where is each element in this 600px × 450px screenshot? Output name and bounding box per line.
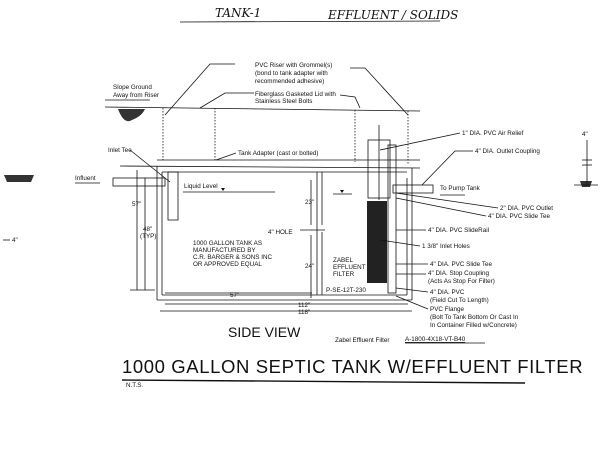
dimension-57-vertical: 57" xyxy=(132,201,141,208)
tank-note: MANUFACTURED BY xyxy=(193,247,256,254)
riser-label: (bond to tank adapter with xyxy=(255,70,328,77)
dimension-48-typ: (TYP) xyxy=(140,233,156,240)
pvc-pipe-label: 4" DIA. PVC xyxy=(430,289,465,296)
title-underline xyxy=(121,379,526,384)
flange-label: PVC Flange xyxy=(430,306,464,313)
dimension-112: 112" xyxy=(298,302,310,309)
filter-code: P-SE-12T-230 xyxy=(326,287,366,294)
ground-line xyxy=(104,106,421,112)
slide-tee-top-label: 4" DIA. PVC Slide Tee xyxy=(488,213,550,220)
dimension-24: 24" xyxy=(305,263,314,270)
soil-hatch-icon xyxy=(118,109,145,122)
scale-note: N.T.S. xyxy=(126,382,143,389)
side-view-label: SIDE VIEW xyxy=(228,324,301,340)
slide-tee-bottom-label: 4" DIA. PVC Slide Tee xyxy=(430,261,492,268)
inlet-tee xyxy=(167,171,179,221)
lid-label: Fiberglass Gasketed Lid with xyxy=(255,91,336,98)
dimension-118: 118" xyxy=(298,309,310,316)
slide-rail xyxy=(387,144,397,294)
dimension-lines xyxy=(3,140,598,312)
filter-name: ZABEL xyxy=(333,257,353,264)
filter-name: FILTER xyxy=(333,271,355,278)
water-level-icon xyxy=(340,190,344,193)
liquid-level-label: Liquid Level xyxy=(184,183,218,190)
dimension-right-4: 4" xyxy=(582,131,588,138)
dimension-48: 48" xyxy=(143,226,152,233)
outlet-pipe xyxy=(392,184,434,194)
tank-note: 1000 GALLON TANK AS xyxy=(193,240,262,247)
lid-label: Stainless Steel Bolts xyxy=(255,98,312,105)
flange-label: (Bolt To Tank Bottom Or Cast In xyxy=(430,314,519,321)
tank-note: C.R. BARGER & SONS INC xyxy=(193,254,273,261)
slide-rail-label: 4" DIA. PVC SlideRail xyxy=(428,227,489,234)
filter-model-number: A-1800-4X18-VT-B40 xyxy=(405,336,466,343)
soil-hatch-icon xyxy=(4,175,34,182)
tank-note: OR APPROVED EQUAL xyxy=(193,261,262,268)
stop-coupling-label: (Acts As Stop For Filter) xyxy=(428,278,495,285)
effluent-filter xyxy=(367,201,387,283)
slope-label: Away from Riser xyxy=(113,92,159,99)
dimension-23: 23" xyxy=(305,199,314,206)
filter-model-label: Zabel Effluent Filter xyxy=(335,337,389,344)
air-relief-label: 1" DIA. PVC Air Relief xyxy=(462,130,524,137)
handwritten-tank-label: TANK-1 xyxy=(215,6,261,20)
to-pump-tank-label: To Pump Tank xyxy=(440,185,481,192)
handwritten-type-label: EFFLUENT / SOLIDS xyxy=(327,8,458,22)
pvc-outlet-label: 2" DIA. PVC Outlet xyxy=(500,205,553,212)
influent-label: Influent xyxy=(75,175,96,182)
stop-coupling-label: 4" DIA. Stop Coupling xyxy=(428,270,490,277)
inlet-holes-label: 1 3/8" Inlet Holes xyxy=(422,243,470,250)
soil-hatch-icon xyxy=(580,181,592,187)
outlet-coupling-label: 4" DIA. Outlet Coupling xyxy=(475,148,540,155)
tank-body xyxy=(119,159,421,301)
drawing-title: 1000 GALLON SEPTIC TANK W/EFFLUENT FILTE… xyxy=(122,356,583,377)
riser-label: recommended adhesive) xyxy=(255,78,324,85)
water-level-icon xyxy=(221,188,225,191)
header-underline xyxy=(179,20,441,23)
hole-label: 4" HOLE xyxy=(268,229,293,236)
dimension-57-horizontal: 57" xyxy=(230,292,239,299)
influent-pipe xyxy=(112,177,166,187)
flange-label: In Container Filled w/Concrete) xyxy=(430,322,517,329)
pvc-pipe-label: (Field Cut To Length) xyxy=(430,297,489,304)
riser-left xyxy=(162,108,216,160)
inlet-tee-label: Inlet Tee xyxy=(108,147,132,154)
slope-label: Slope Ground xyxy=(113,84,152,91)
filter-name: EFFLUENT xyxy=(333,264,366,271)
dimension-left-4: 4" xyxy=(12,237,18,244)
riser-label: PVC Riser with Grommel(s) xyxy=(255,62,332,69)
tank-adapter-label: Tank Adapter (cast or bolted) xyxy=(238,150,319,157)
riser-right xyxy=(354,110,409,165)
